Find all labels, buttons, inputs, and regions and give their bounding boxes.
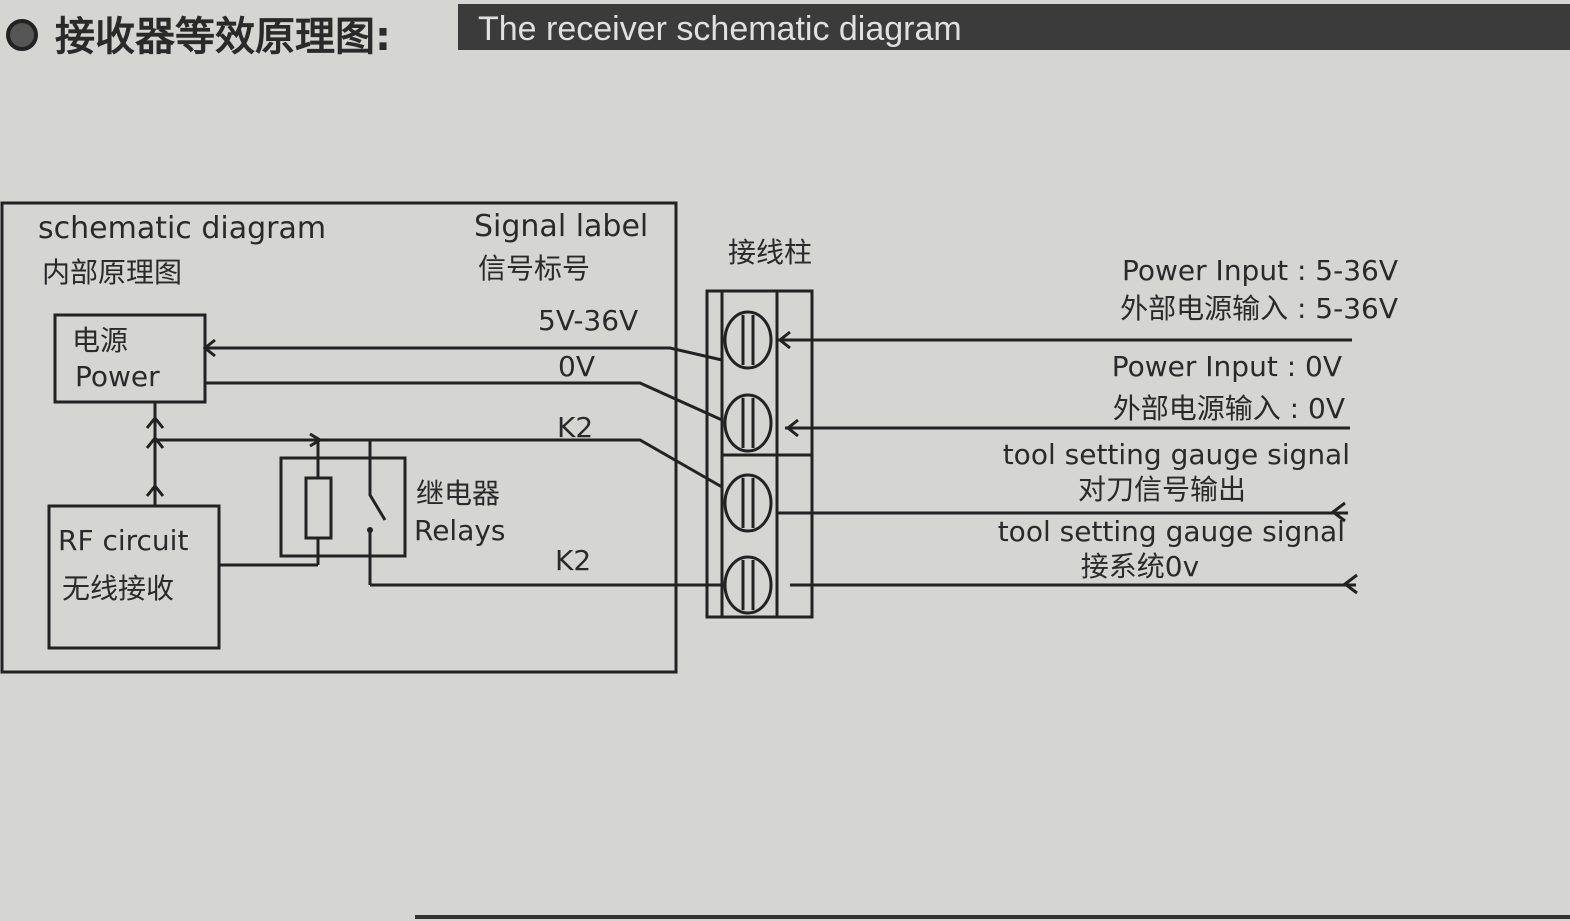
signal-label-en: Signal label <box>474 209 648 244</box>
terminal-screw <box>723 393 773 453</box>
schematic-box <box>0 201 678 674</box>
rf-circuit-block: RF circuit 无线接收 <box>47 504 221 650</box>
ext-0v-cn: 外部电源输入 : 0V <box>1113 392 1345 425</box>
arrow-icon <box>777 330 791 350</box>
wire-5v <box>205 346 723 362</box>
header-title-en: The receiver schematic diagram <box>478 10 962 48</box>
arrow-icon <box>145 415 165 497</box>
signal-label-cn: 信号标号 <box>478 252 590 285</box>
arrow-icon <box>202 338 216 358</box>
terminal-screw <box>723 555 773 615</box>
schematic-label-en: schematic diagram <box>38 211 326 246</box>
terminal-screw <box>723 310 773 370</box>
svg-text:Power: Power <box>75 360 160 393</box>
ext-0v-en: Power Input : 0V <box>1112 350 1342 383</box>
ext-power-cn: 外部电源输入 : 5-36V <box>1120 292 1398 325</box>
svg-text:电源: 电源 <box>72 324 128 357</box>
power-block: 电源 Power <box>53 313 207 404</box>
svg-text:RF circuit: RF circuit <box>58 524 188 557</box>
header-bar <box>458 4 1570 50</box>
signal-5v: 5V-36V <box>538 304 638 337</box>
signal-k2-a: K2 <box>557 411 593 444</box>
schematic-label-cn: 内部原理图 <box>42 256 182 289</box>
signal-0v: 0V <box>558 350 595 383</box>
terminal-label: 接线柱 <box>728 236 812 269</box>
terminal-screw <box>723 473 773 533</box>
ext-power-en: Power Input : 5-36V <box>1122 254 1398 287</box>
svg-text:继电器: 继电器 <box>416 477 500 510</box>
wire-k2-a <box>155 438 723 489</box>
terminal-block <box>705 289 814 619</box>
ext-signal-en: tool setting gauge signal <box>1003 438 1350 471</box>
arrow-icon <box>1342 573 1358 595</box>
svg-text:Relays: Relays <box>414 514 506 547</box>
arrow-icon <box>785 418 799 438</box>
ext-sys0v-cn: 接系统0v <box>1081 550 1199 583</box>
arrow-icon <box>309 432 323 448</box>
signal-k2-b: K2 <box>555 544 591 577</box>
svg-text:无线接收: 无线接收 <box>62 572 174 605</box>
ext-sys0v-en: tool setting gauge signal <box>998 515 1345 548</box>
bullet-icon <box>6 19 38 51</box>
ext-signal-cn: 对刀信号输出 <box>1078 473 1246 506</box>
wire-0v <box>205 381 723 422</box>
header-title-cn: 接收器等效原理图: <box>55 14 391 60</box>
arrow-icon <box>1330 501 1346 523</box>
relay-block: 继电器 Relays <box>219 440 506 585</box>
